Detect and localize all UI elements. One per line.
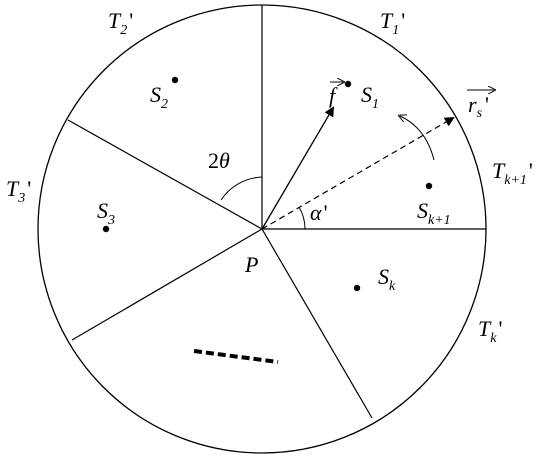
radius-lower-right <box>261 228 373 419</box>
point-sk <box>353 284 361 292</box>
radius-lower-left <box>71 228 263 341</box>
label-vector-rs: rs' <box>468 92 489 121</box>
ellipsis-dashes <box>193 349 279 364</box>
point-s1 <box>344 80 352 88</box>
point-sk1 <box>425 182 433 190</box>
label-sk1: Sk+1 <box>417 198 451 228</box>
label-tk1: Tk+1' <box>492 158 533 188</box>
rotation-arc <box>400 116 435 161</box>
label-s1: S1 <box>361 82 379 112</box>
label-t1: T1' <box>380 8 405 38</box>
label-center-p: P <box>244 252 258 277</box>
label-vector-f: f <box>329 83 338 108</box>
label-t3: T3' <box>6 176 31 206</box>
label-two-theta: 2θ <box>208 148 230 173</box>
point-s3 <box>102 225 110 233</box>
label-s3: S3 <box>97 198 115 228</box>
vector-rs-arrow <box>261 116 455 230</box>
label-sk: Sk <box>378 264 396 294</box>
label-alpha: α' <box>310 200 328 225</box>
point-s2 <box>171 76 179 84</box>
radius-upper-left <box>67 119 263 230</box>
angle-arc-two-theta <box>220 176 263 201</box>
label-tk: Tk' <box>478 316 502 346</box>
label-s2: S2 <box>150 82 168 112</box>
vector-f-arrow <box>261 106 335 230</box>
label-t2: T2' <box>108 8 133 38</box>
angle-arc-alpha <box>298 206 306 230</box>
